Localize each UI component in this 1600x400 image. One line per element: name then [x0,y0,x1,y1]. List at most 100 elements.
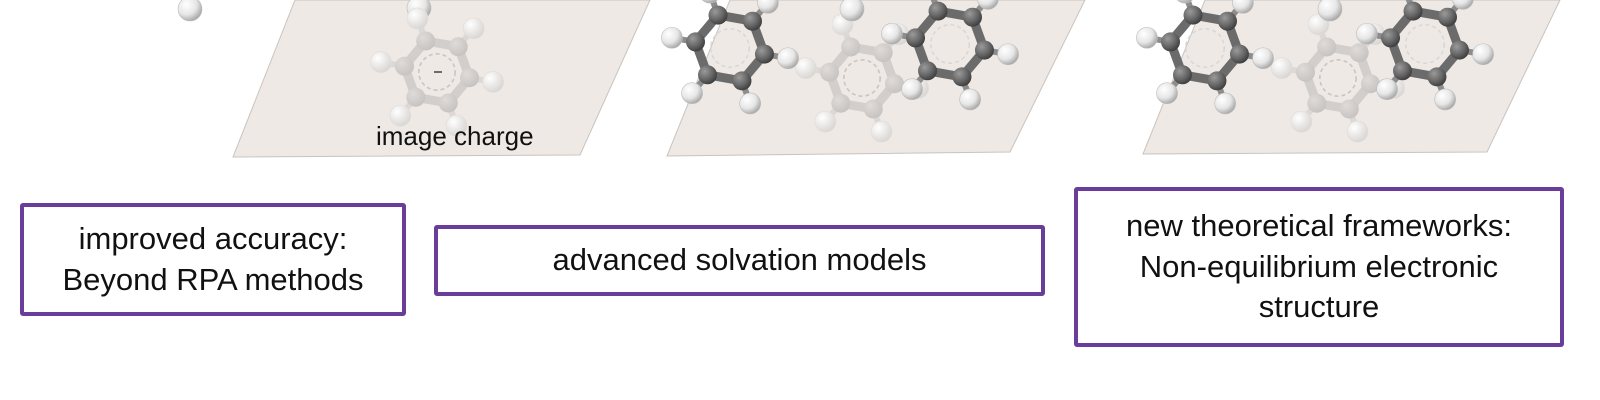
hydrogen-atom [1452,0,1474,10]
hydrogen-atom [389,104,412,127]
carbon-atom [448,37,468,57]
hydrogen-atom [795,57,817,79]
carbon-atom [1207,71,1227,91]
hydrogen-atom [1434,88,1456,111]
hydrogen-atom [177,0,203,22]
carbon-atom [395,56,415,76]
hydrogen-atom [997,43,1019,66]
hydrogen-atom [901,78,923,100]
carbon-atom [1403,1,1423,21]
carbon-atom [406,87,426,107]
carbon-atom [873,43,893,63]
carbon-atom [962,7,982,27]
carbon-atom [754,44,774,64]
advanced-solvation-label: advanced solvation models [552,242,927,278]
carbon-atom [1349,43,1369,63]
carbon-atom [841,37,861,57]
carbon-atom [1229,44,1249,64]
hydrogen-atom [839,0,865,22]
benzene-molecule-panel-2-left [661,0,799,115]
benzene-molecule-panel-2-right [839,0,1019,111]
carbon-atom [928,1,948,21]
hydrogen-atom [1317,0,1343,22]
carbon-atom [708,5,728,25]
image-charge-benzene [370,7,504,137]
aromatic-ring [1184,27,1226,69]
carbon-atom [1381,28,1401,48]
carbon-atom [1427,67,1447,87]
structure-label: structure [1258,289,1380,325]
theoretical-frameworks-box: new theoretical frameworks: Non-equilibr… [1074,187,1564,347]
carbon-atom [698,65,718,85]
hydrogen-atom [406,7,429,30]
aromatic-ring [843,59,881,97]
hydrogen-atom [702,0,718,4]
aromatic-ring [418,53,456,91]
hydrogen-atom [1376,78,1398,100]
hydrogen-atom [814,110,837,133]
hydrogen-atom [1156,82,1178,104]
carbon-atom [918,61,938,81]
hydrogen-atom [1271,57,1293,79]
carbon-atom [1161,32,1181,52]
hydrogen-atom [739,92,761,115]
carbon-atom [1217,11,1237,31]
benzene-molecule-panel-3-right [1317,0,1494,111]
carbon-atom [732,71,752,91]
improved-accuracy-title: improved accuracy: [78,220,348,256]
hydrogen-atom [870,120,893,143]
hydrogen-atom [1346,120,1369,143]
carbon-atom [742,11,762,31]
beyond-rpa-label: Beyond RPA methods [62,261,364,297]
carbon-atom [416,31,436,51]
hydrogen-atom [1472,43,1494,66]
advanced-solvation-box: advanced solvation models [434,225,1045,296]
carbon-atom [1183,5,1203,25]
hydrogen-atom [777,47,799,70]
hydrogen-atom [445,114,468,137]
image-charge-label: image charge [376,121,534,151]
carbon-atom [1449,40,1469,60]
aromatic-ring [929,23,971,65]
hydrogen-atom [1214,92,1236,115]
improved-accuracy-box: improved accuracy: Beyond RPA methods [20,203,406,316]
carbon-atom [1173,65,1193,85]
hydrogen-atom [370,51,392,73]
carbon-atom [1307,93,1327,113]
hydrogen-atom [1356,22,1378,45]
carbon-atom [459,68,479,88]
carbon-atom [952,67,972,87]
carbon-atom [906,28,926,48]
theoretical-frameworks-title: new theoretical frameworks: [1126,207,1512,243]
hydrogen-atom [881,22,903,45]
carbon-atom [1296,62,1316,82]
aromatic-ring [1404,23,1446,65]
hydrogen-atom [977,0,999,10]
hydrogen-atom [959,88,981,111]
hydrogen-atom [482,71,504,93]
hydrogen-atom [757,0,779,14]
hydrogen-atom [1252,47,1274,70]
non-equilibrium-label: Non-equilibrium electronic [1139,248,1499,284]
hydrogen-atom [1232,0,1254,14]
carbon-atom [1317,37,1337,57]
carbon-atom [1339,99,1359,119]
carbon-atom [820,62,840,82]
carbon-atom [831,93,851,113]
carbon-atom [1437,7,1457,27]
carbon-atom [1393,61,1413,81]
aromatic-ring [709,27,751,69]
carbon-atom [438,93,458,113]
hydrogen-atom [681,82,703,104]
surface-slab-1 [232,0,651,158]
hydrogen-atom [661,26,683,49]
carbon-atom [863,99,883,119]
hydrogen-atom [1290,110,1313,133]
hydrogen-atom [1136,26,1158,49]
hydrogen-atom [462,17,485,40]
carbon-atom [884,74,904,94]
benzene-molecule-panel-3-left [1136,0,1274,115]
carbon-atom [686,32,706,52]
carbon-atom [974,40,994,60]
